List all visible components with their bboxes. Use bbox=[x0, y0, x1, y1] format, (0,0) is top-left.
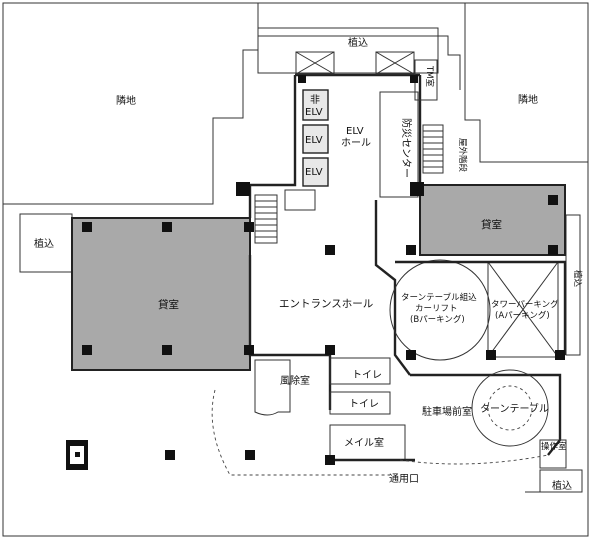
elv2-label: ELV bbox=[305, 167, 323, 178]
elv-hall-label-2: ホール bbox=[341, 137, 371, 149]
mail-room-label: メイル室 bbox=[344, 436, 384, 449]
rental-room-right-fill bbox=[419, 184, 566, 256]
disaster-center-label: 防災センター bbox=[400, 118, 413, 178]
toilet1-label: トイレ bbox=[352, 370, 382, 381]
planting-right-label: 植込 bbox=[572, 270, 583, 288]
neighbor-left-label: 隣地 bbox=[116, 94, 136, 107]
planting-top-label: 植込 bbox=[348, 36, 368, 49]
windbreak-room-label: 風除室 bbox=[280, 374, 310, 387]
rental-room-left-label: 貸室 bbox=[158, 298, 179, 311]
entrance-hall-label: エントランスホール bbox=[279, 298, 373, 310]
operation-room-label: 操作室 bbox=[541, 441, 567, 452]
elv-hall-label-1: ELV bbox=[346, 126, 364, 137]
planting-bottom-label: 植込 bbox=[552, 479, 572, 492]
emergency-elv-label-2: ELV bbox=[305, 107, 323, 118]
tower-parking-label-2: (Aパーキング) bbox=[495, 310, 550, 321]
turntable-circle bbox=[471, 369, 549, 447]
turntable-lift-label-3: (Bパーキング) bbox=[410, 314, 465, 325]
neighbor-right-label: 隣地 bbox=[518, 93, 538, 106]
service-entrance-label: 通用口 bbox=[389, 473, 419, 485]
rental-room-right-label: 貸室 bbox=[481, 218, 502, 231]
tower-parking-label-1: タワーパーキング bbox=[491, 299, 559, 310]
neighbor-right-boundary bbox=[464, 3, 588, 163]
core-outline bbox=[248, 75, 297, 218]
turntable-lift-label-1: ターンテーブル組込 bbox=[401, 292, 477, 303]
rental-room-left-fill bbox=[71, 217, 251, 371]
parking-front-room-label: 駐車場前室 bbox=[422, 405, 472, 418]
planting-top-area bbox=[257, 27, 439, 74]
turntable-lift-label-2: カーリフト bbox=[415, 304, 458, 314]
turntable-lift-circle bbox=[389, 259, 491, 361]
tm-room-label: TM室 bbox=[424, 65, 435, 88]
planting-left-label: 植込 bbox=[34, 237, 54, 250]
elv1-label: ELV bbox=[305, 135, 323, 146]
toilet2-label: トイレ bbox=[349, 399, 379, 410]
emergency-elv-label-1: 非 bbox=[310, 94, 320, 106]
structural-columns bbox=[66, 75, 565, 470]
outdoor-stairs-label: 屋外階段 bbox=[457, 138, 468, 173]
turntable-label: ターンテーブル bbox=[480, 402, 549, 415]
